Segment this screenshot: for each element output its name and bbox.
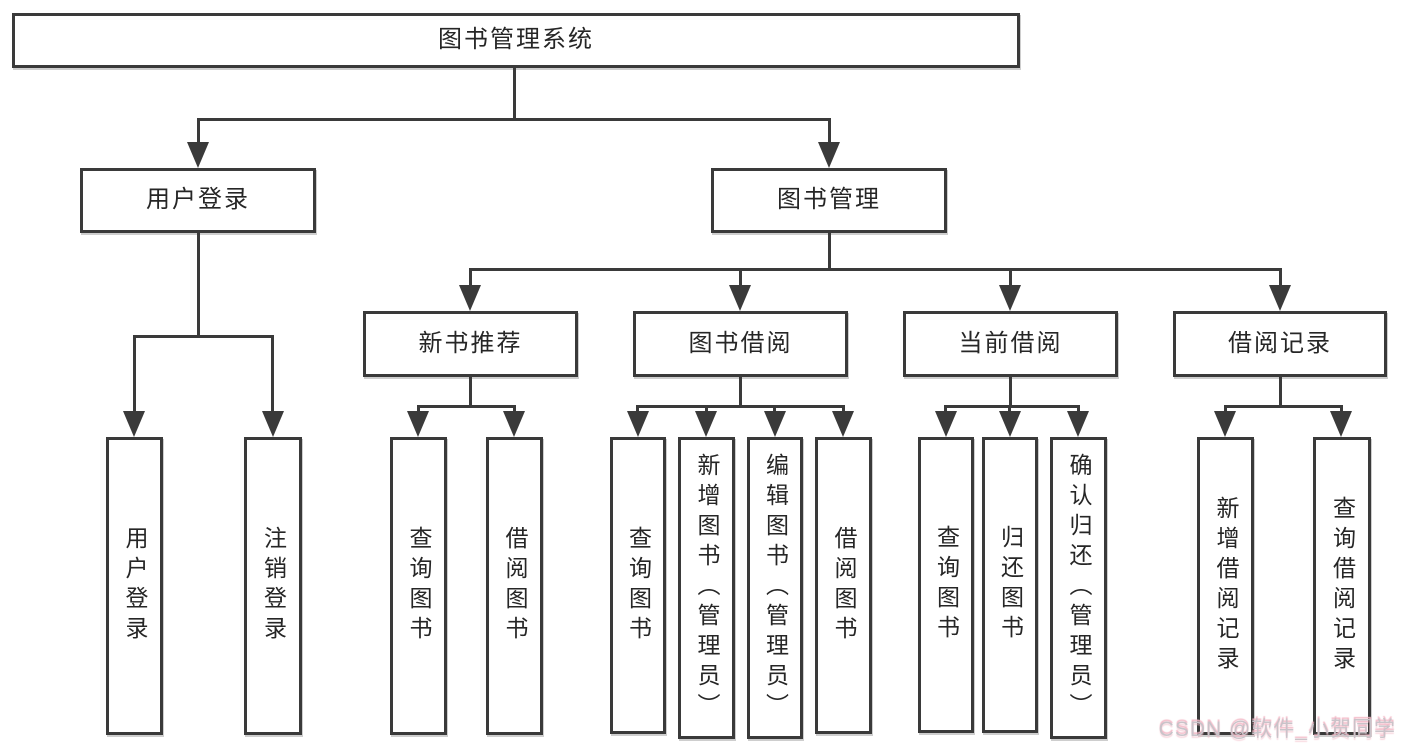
connector-login-drop-left (133, 335, 136, 415)
leaf-current-return-book: 归还图书 (982, 437, 1038, 733)
connector-borrow-drop-2 (705, 405, 708, 413)
leaf-newbook-borrow-book: 借阅图书 (486, 437, 543, 735)
arrow-down-icon (999, 285, 1021, 311)
connector-current-stem (1009, 377, 1012, 407)
connector-current-drop-1 (944, 405, 947, 413)
node-user-login: 用户登录 (80, 168, 316, 233)
arrow-down-icon (503, 411, 525, 437)
connector-current-rail (945, 405, 1080, 408)
leaf-logout: 注销登录 (244, 437, 302, 735)
arrow-down-icon (818, 142, 840, 168)
arrow-down-icon (1269, 285, 1291, 311)
connector-current-drop-2 (1008, 405, 1011, 413)
leaf-borrow-add-book-admin: 新增图书（管理员） (678, 437, 735, 739)
leaf-newbook-query-book: 查询图书 (390, 437, 447, 735)
connector-newbook-rail (417, 405, 516, 408)
connector-records-drop-1 (1224, 405, 1227, 413)
node-book-management: 图书管理 (711, 168, 947, 233)
arrow-down-icon (627, 411, 649, 437)
connector-root-stem (513, 68, 516, 120)
connector-login-drop-right (271, 335, 274, 415)
leaf-borrow-borrow-book: 借阅图书 (815, 437, 872, 734)
connector-records-rail (1224, 405, 1343, 408)
watermark: CSDN @软件_小贺同学 (1158, 718, 1396, 741)
arrow-down-icon (695, 411, 717, 437)
leaf-user-login: 用户登录 (106, 437, 163, 735)
connector-login-rail (133, 335, 274, 338)
arrow-down-icon (1067, 411, 1089, 437)
arrow-down-icon (187, 142, 209, 168)
arrow-down-icon (729, 285, 751, 311)
arrow-down-icon (459, 285, 481, 311)
connector-bookmgmt-rail (469, 268, 1282, 271)
arrow-down-icon (999, 411, 1021, 437)
connector-borrow-drop-4 (842, 405, 845, 413)
arrow-down-icon (262, 411, 284, 437)
arrow-down-icon (1214, 411, 1236, 437)
connector-root-drop-left (197, 118, 200, 144)
arrow-down-icon (1330, 411, 1352, 437)
leaf-borrow-edit-book-admin: 编辑图书（管理员） (747, 437, 803, 739)
connector-newbook-drop-2 (513, 405, 516, 413)
connector-borrow-rail (637, 405, 845, 408)
connector-bookmgmt-drop-4 (1279, 268, 1282, 289)
connector-bookmgmt-stem (828, 233, 831, 270)
arrow-down-icon (407, 411, 429, 437)
arrow-down-icon (935, 411, 957, 437)
connector-newbook-drop-1 (417, 405, 420, 413)
leaf-borrow-query-book: 查询图书 (610, 437, 666, 734)
arrow-down-icon (832, 411, 854, 437)
connector-bookmgmt-drop-2 (739, 268, 742, 289)
node-borrow-records: 借阅记录 (1173, 311, 1387, 377)
connector-newbook-stem (469, 377, 472, 407)
connector-records-drop-2 (1340, 405, 1343, 413)
node-new-book-recommend: 新书推荐 (363, 311, 578, 377)
arrow-down-icon (123, 411, 145, 437)
connector-borrow-stem (739, 377, 742, 407)
connector-borrow-drop-1 (636, 405, 639, 413)
arrow-down-icon (764, 411, 786, 437)
node-system-root: 图书管理系统 (12, 13, 1020, 68)
node-current-borrow: 当前借阅 (903, 311, 1118, 377)
connector-root-drop-right (828, 118, 831, 144)
connector-records-stem (1279, 377, 1282, 407)
connector-login-stem (197, 233, 200, 337)
connector-borrow-drop-3 (773, 405, 776, 413)
connector-bookmgmt-drop-1 (469, 268, 472, 289)
connector-current-drop-3 (1077, 405, 1080, 413)
leaf-current-confirm-return-admin: 确认归还（管理员） (1050, 437, 1107, 739)
leaf-records-query-record: 查询借阅记录 (1313, 437, 1371, 735)
node-book-borrow: 图书借阅 (633, 311, 848, 377)
leaf-records-add-record: 新增借阅记录 (1197, 437, 1254, 735)
connector-bookmgmt-drop-3 (1009, 268, 1012, 289)
connector-root-rail (197, 118, 831, 121)
leaf-current-query-book: 查询图书 (918, 437, 974, 733)
